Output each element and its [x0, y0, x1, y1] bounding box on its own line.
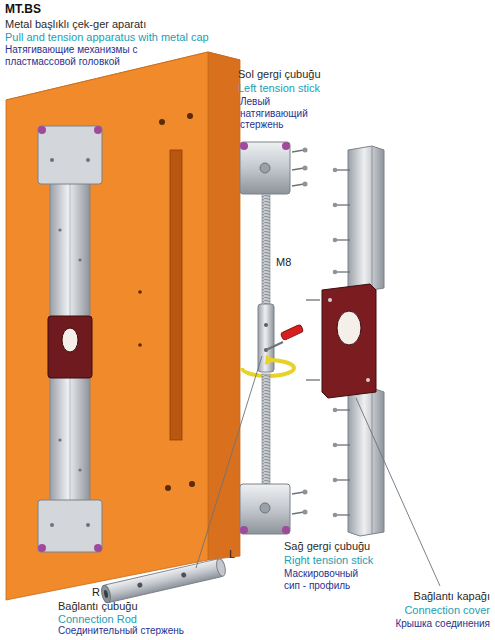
connection-cover: [306, 284, 376, 398]
left-tension-stick: [240, 142, 308, 308]
part-label: Sağ gergi çubuğu: [284, 540, 414, 553]
part-label: R: [92, 586, 106, 599]
part-label: Bağlantı çubuğu: [58, 600, 208, 613]
part-label: M8: [276, 256, 306, 269]
part-label: Pull and tension apparatus with metal ca…: [5, 31, 245, 44]
part-label: Connection Rod: [58, 613, 208, 626]
part-label: Sol gergi çubuğu: [238, 68, 348, 81]
leader-line: [196, 356, 440, 586]
part-label: Крышка соединения: [380, 618, 490, 630]
connection-rod-detail: [100, 558, 227, 604]
part-label: Натягивающие механизмы с пластмассовой г…: [5, 44, 155, 67]
part-label: Bağlantı kapağı: [380, 590, 490, 603]
title-text: MT.BS: [5, 3, 155, 17]
part-label: Левый натягивающий стержень: [240, 96, 330, 131]
right-tension-stick: [240, 374, 308, 534]
part-label: Left tension stick: [238, 82, 348, 95]
part-label: Connection cover: [380, 604, 490, 617]
connection-rod: [242, 304, 304, 376]
part-label: Соединительный стержень: [58, 625, 208, 637]
part-label: Маскировочный сип - профиль: [284, 568, 374, 591]
door-panel: [6, 52, 240, 600]
part-label: Metal başlıklı çek-ger aparatı: [5, 18, 225, 31]
mounted-apparatus: [38, 126, 102, 552]
part-label: Right tension stick: [284, 554, 414, 567]
part-label: L: [229, 548, 243, 561]
